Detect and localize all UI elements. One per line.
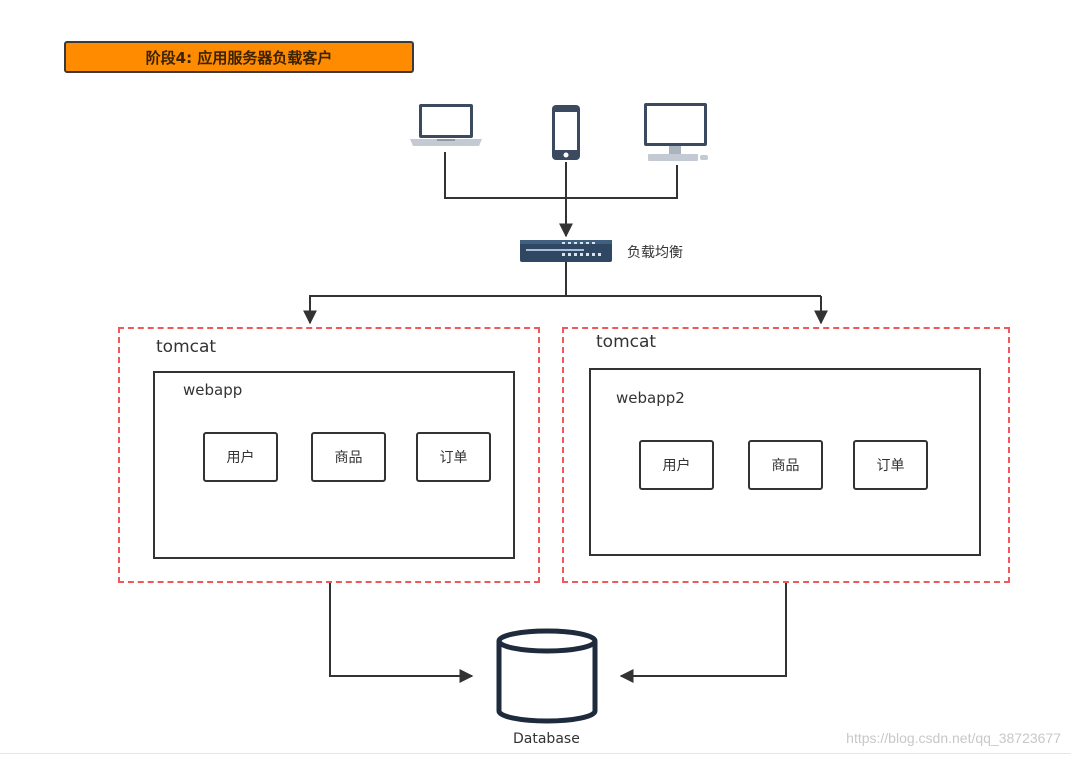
smartphone-icon [552,105,580,160]
tomcat-2-to-db [619,583,787,683]
module-orders: 订单 [853,440,928,490]
laptop-connector [444,152,678,199]
client-connectors [444,152,678,238]
webapp-label: webapp [183,381,243,399]
laptop-icon [410,104,482,146]
network-switch-icon [520,240,612,262]
database-label: Database [513,731,580,747]
module-users: 用户 [203,432,278,482]
tomcat-label: tomcat [596,332,657,352]
lb-to-tomcat-1 [303,295,821,325]
load-balancer-label: 负载均衡 [627,245,683,261]
tomcat-container-1: tomcat webapp 用户 商品 订单 [118,327,540,583]
watermark-text: https://blog.csdn.net/qq_38723677 [846,730,1061,746]
tomcat-1-to-db [329,583,474,683]
webapp-label: webapp2 [616,389,685,407]
tomcat-container-2: tomcat webapp2 用户 商品 订单 [562,327,1010,583]
database-cylinder-icon [496,628,598,724]
db-connectors [329,583,787,683]
lb-connectors [303,262,828,325]
webapp-box-1: webapp 用户 商品 订单 [153,371,515,559]
desktop-monitor-icon [644,103,708,161]
module-products: 商品 [311,432,386,482]
stage-title: 阶段4: 应用服务器负载客户 [64,41,414,73]
bottom-divider [0,753,1071,754]
module-products: 商品 [748,440,823,490]
module-orders: 订单 [416,432,491,482]
tomcat-label: tomcat [156,337,217,357]
webapp-box-2: webapp2 用户 商品 订单 [589,368,981,556]
module-users: 用户 [639,440,714,490]
